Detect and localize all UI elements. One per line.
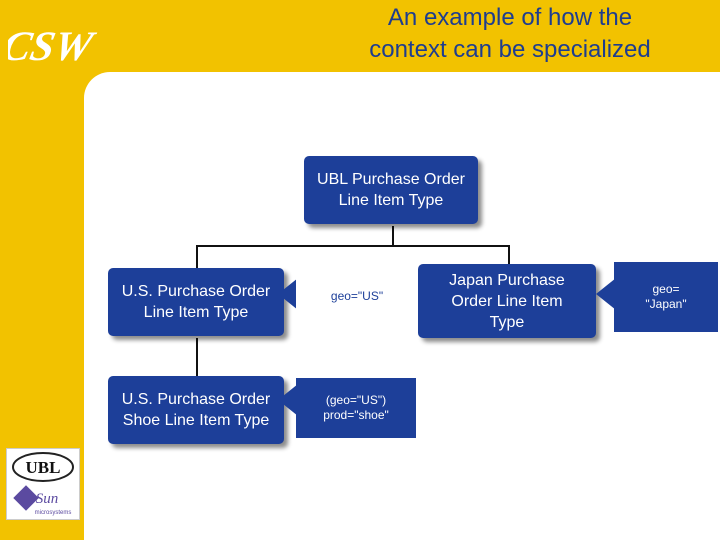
connector-root-stem xyxy=(392,226,394,246)
callout-us-shoe: (geo="US") prod="shoe" xyxy=(296,378,416,438)
title-line-2: context can be specialized xyxy=(369,36,651,63)
csw-logo: CSW xyxy=(8,23,100,69)
node-us-line1: U.S. Purchase Order xyxy=(121,283,271,300)
slide-title: An example of how the context can be spe… xyxy=(300,2,720,66)
callout-japan-line2: "Japan" xyxy=(645,297,687,311)
title-line-1: An example of how the xyxy=(387,4,633,31)
ubl-sun-badge: UBL Sun microsystems xyxy=(6,448,80,520)
callout-us: geo="US" xyxy=(296,272,418,320)
node-ubl-root-line2: Line Item Type xyxy=(338,192,444,209)
node-us-shoe-line2: Shoe Line Item Type xyxy=(122,412,270,429)
callout-us-line1: geo="US" xyxy=(330,288,384,303)
node-japan-line3: Type xyxy=(489,313,525,331)
node-us-line2: Line Item Type xyxy=(143,304,249,321)
connector-us-stem xyxy=(196,245,198,269)
ubl-text: UBL xyxy=(26,458,61,477)
node-japan: Japan Purchase Order Line Item Type xyxy=(418,264,596,338)
sun-sub-text: microsystems xyxy=(35,510,72,516)
arrow-us-shoe xyxy=(278,384,298,416)
node-ubl-root: UBL Purchase Order Line Item Type xyxy=(304,156,478,224)
ubl-sun-logo: UBL Sun microsystems xyxy=(12,452,74,516)
callout-japan-line1: geo= xyxy=(652,282,680,296)
node-us-shoe-line1: U.S. Purchase Order xyxy=(121,391,271,408)
connector-horizontal xyxy=(196,245,510,247)
node-ubl-root-line1: UBL Purchase Order xyxy=(317,171,465,188)
arrow-japan xyxy=(596,278,616,310)
callout-us-shoe-line1: (geo="US") xyxy=(325,393,387,407)
sun-text: Sun xyxy=(36,491,59,507)
node-us-shoe: U.S. Purchase Order Shoe Line Item Type xyxy=(108,376,284,444)
node-japan-line2: Order Line Item xyxy=(451,292,563,310)
arrow-us xyxy=(278,278,298,310)
logo-text: CSW xyxy=(8,23,100,69)
node-us-purchase-order: U.S. Purchase Order Line Item Type xyxy=(108,268,284,336)
connector-japan-stem xyxy=(508,245,510,265)
connector-us-shoe-stem xyxy=(196,338,198,376)
callout-japan: geo= "Japan" xyxy=(614,262,718,332)
node-japan-line1: Japan Purchase xyxy=(449,271,565,289)
callout-us-shoe-line2: prod="shoe" xyxy=(323,408,389,422)
